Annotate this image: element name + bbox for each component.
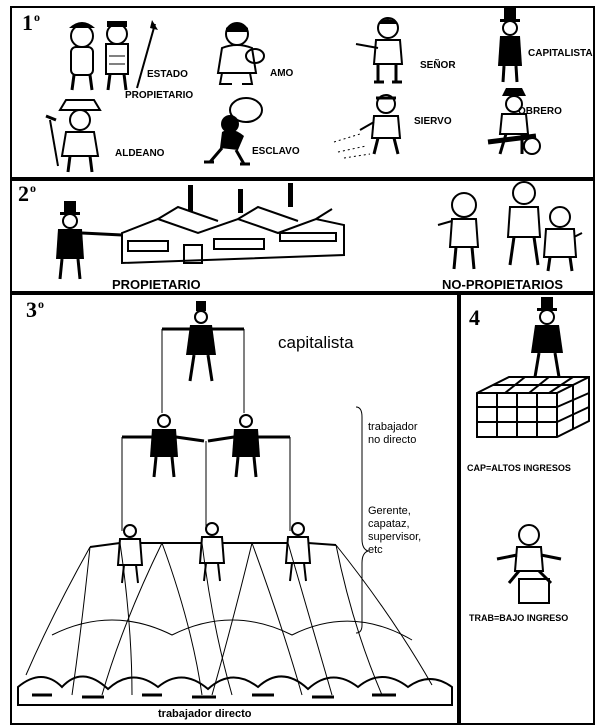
worker-on-box [496,524,562,604]
panel-1-number: 1o [22,10,40,35]
factory-icon [121,183,345,265]
obrero-figure [487,88,541,155]
trabajador-no-directo-text: trabajador no directo [368,421,418,446]
capitalista-figure [498,8,522,83]
capitalista-label: CAPITALISTA [528,48,593,59]
trabajador-directo-caption: trabajador directo [158,708,252,720]
propietario-figure [56,201,123,280]
esclavo-figure [204,97,263,166]
siervo-label: SIERVO [414,116,452,127]
aldeano-label: ALDEANO [115,148,165,159]
panel-1: 1o ESTADO PROPIETARIO AMO SEÑOR [10,6,595,179]
panel-3-number: 3o [26,297,44,322]
amo-figure [216,22,265,85]
propietario-label: PROPIETARIO [125,90,194,101]
estado-propietario-figures [69,20,158,91]
capitalist-on-cubes [476,297,590,438]
trab-bajo-ingreso-label: TRAB=BAJO INGRESO [469,613,569,623]
panel-2-number: 2o [18,181,36,206]
obrero-label: OBRERO [518,106,562,117]
gerente-text: Gerente, capataz, supervisor, etc [368,505,422,556]
propietario-caption: PROPIETARIO [112,277,201,292]
hierarchy-illustration [17,301,453,706]
panel-2: 2o PROPIETARIO NO-PROPIETARIOS [10,179,595,293]
aldeano-figure [45,99,102,173]
panel-3: 3o capitalista [10,293,459,725]
senor-label: SEÑOR [420,60,456,71]
capitalista-title: capitalista [278,333,354,352]
siervo-figure [333,94,402,159]
no-propietarios-caption: NO-PROPIETARIOS [442,277,564,292]
panel-4: 4 CAP=ALTOS INGRESOS TRAB=BAJO INGRESO [459,293,595,725]
amo-label: AMO [270,68,294,79]
estado-label: ESTADO [147,69,188,80]
no-propietarios-figures [437,181,583,272]
esclavo-label: ESCLAVO [252,146,300,157]
panel-4-number: 4 [469,305,480,330]
senor-figure [355,17,404,84]
cap-altos-ingresos-label: CAP=ALTOS INGRESOS [467,463,571,473]
